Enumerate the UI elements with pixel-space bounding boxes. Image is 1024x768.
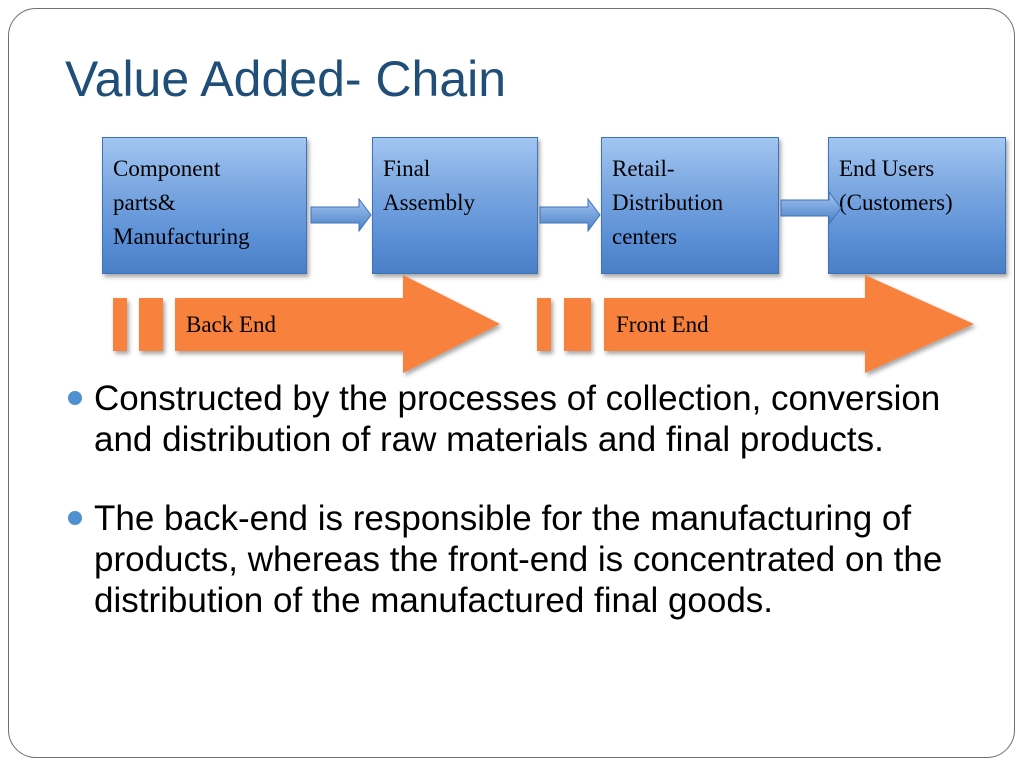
bullet-item: Constructed by the processes of collecti… xyxy=(68,378,968,460)
chain-box-end-users: End Users (Customers) xyxy=(828,137,1006,274)
slide-title: Value Added- Chain xyxy=(65,51,507,107)
chain-box-label: End Users (Customers) xyxy=(839,156,953,215)
chain-box-label: Retail- Distribution centers xyxy=(612,156,724,249)
chain-box-final-assembly: Final Assembly xyxy=(372,137,538,274)
chain-box-retail-distribution: Retail- Distribution centers xyxy=(601,137,779,274)
bullet-icon xyxy=(68,511,82,525)
chain-box-component-manufacturing: Component parts& Manufacturing xyxy=(102,137,307,274)
connector-arrow-3 xyxy=(780,190,842,226)
bullet-text: The back-end is responsible for the manu… xyxy=(94,499,943,620)
bullet-icon xyxy=(68,391,82,405)
chain-box-label: Component parts& Manufacturing xyxy=(113,156,250,249)
connector-arrow-2 xyxy=(539,197,601,233)
connector-arrow-1 xyxy=(310,197,372,233)
front-end-label: Front End xyxy=(616,312,709,337)
chain-box-label: Final Assembly xyxy=(383,156,475,215)
bullet-list: Constructed by the processes of collecti… xyxy=(68,378,968,659)
slide-frame xyxy=(8,8,1015,758)
bullet-text: Constructed by the processes of collecti… xyxy=(94,379,941,459)
bullet-item: The back-end is responsible for the manu… xyxy=(68,498,968,621)
back-end-label: Back End xyxy=(186,312,277,337)
